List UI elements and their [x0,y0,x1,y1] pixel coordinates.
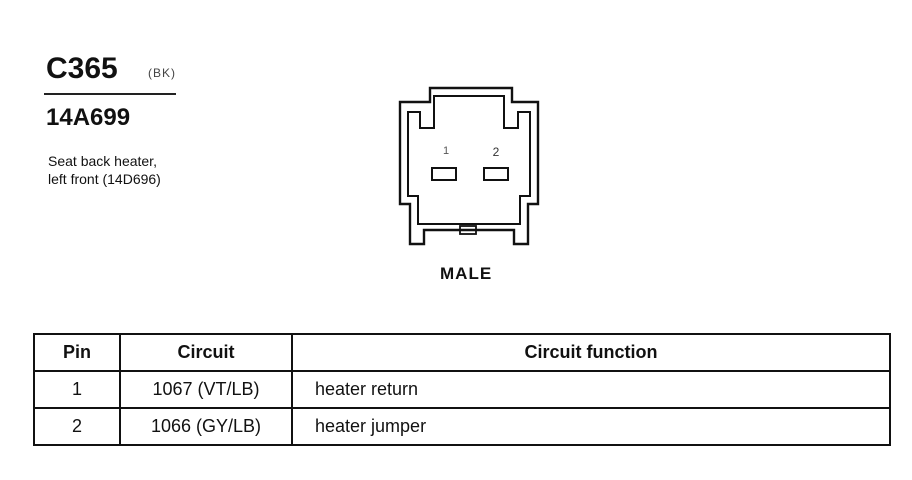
cell-circuit: 1066 (GY/LB) [119,407,293,446]
cell-function: heater return [291,370,891,409]
part-number: 14A699 [46,104,131,131]
pin-table: Pin Circuit Circuit function 1 1067 (VT/… [33,333,891,446]
connector-inner-outline [407,95,531,225]
view-label: MALE [440,264,493,283]
connector-face-drawing: 1 2 [398,86,540,246]
description-line-2: left front (14D696) [48,171,161,187]
pin-mark-2: 2 [493,145,500,159]
connector-description: Seat back heater, left front (14D696) [48,152,161,188]
cell-function: heater jumper [291,407,891,446]
connector-color-code: (BK) [148,66,176,80]
header-rule [44,93,176,95]
cell-pin: 2 [33,407,121,446]
connector-latch [459,225,477,235]
pin-mark-1: 1 [443,145,449,157]
connector-id: C365 [46,52,118,85]
pin-table-header: Pin Circuit Circuit function [33,333,891,372]
description-line-1: Seat back heater, [48,153,157,169]
table-row: 2 1066 (GY/LB) heater jumper [33,407,891,446]
cell-pin: 1 [33,370,121,409]
header-circuit: Circuit [119,333,293,372]
connector-housing-outline [398,86,540,246]
cell-circuit: 1067 (VT/LB) [119,370,293,409]
table-row: 1 1067 (VT/LB) heater return [33,370,891,409]
terminal-1 [431,167,457,181]
header-pin: Pin [33,333,121,372]
header-circuit-function: Circuit function [291,333,891,372]
terminal-2 [483,167,509,181]
